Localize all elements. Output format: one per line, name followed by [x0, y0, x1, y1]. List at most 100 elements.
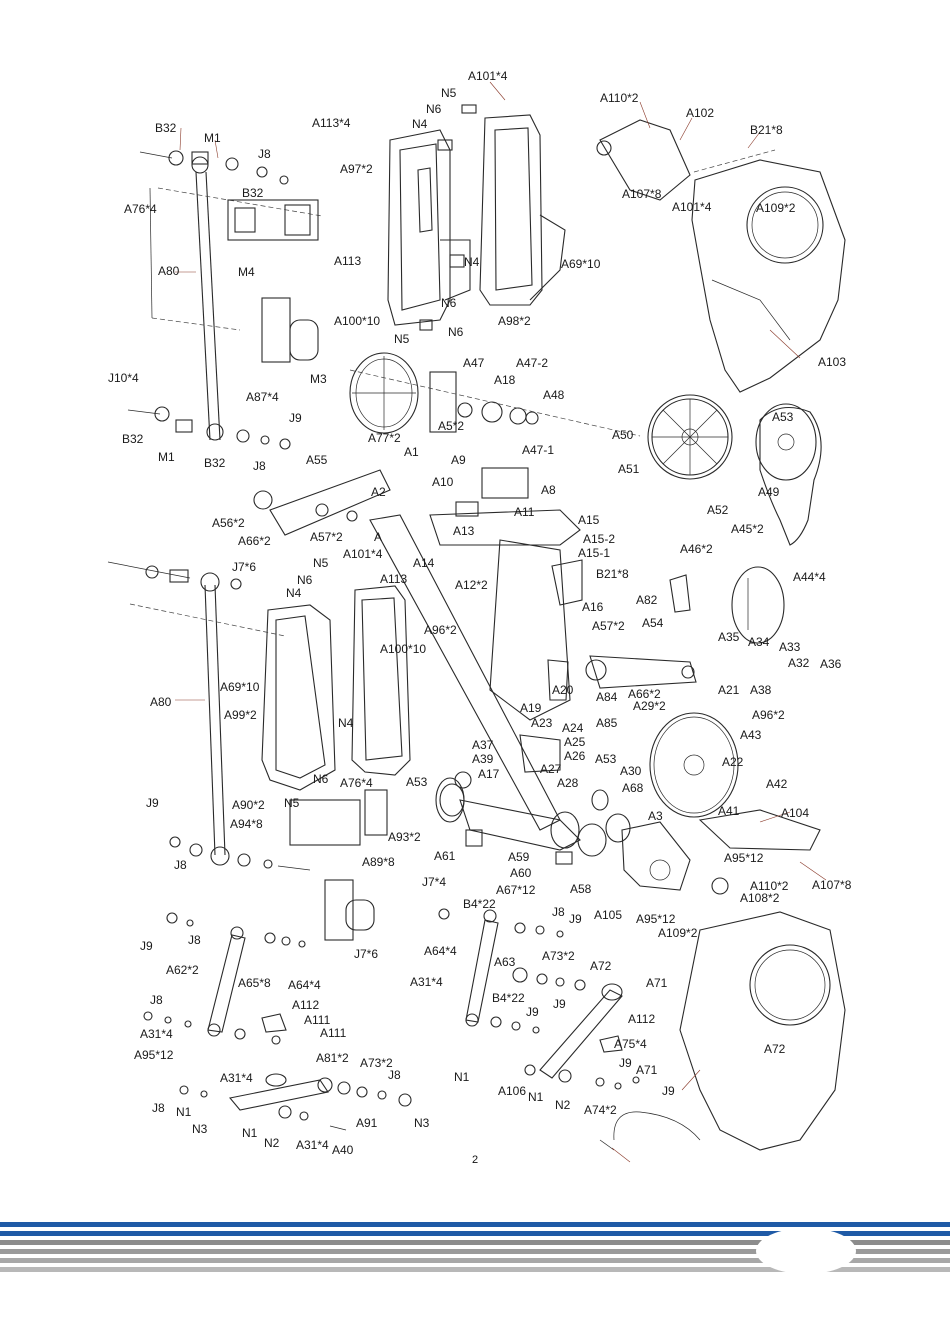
part-label: A75*4	[614, 1037, 647, 1051]
part-label: A29*2	[633, 699, 666, 713]
part-label: A100*10	[334, 314, 380, 328]
part-label: A54	[642, 616, 664, 630]
part-label: B21*8	[750, 123, 783, 137]
footer-stripe	[0, 1231, 950, 1236]
part-label: A73*2	[542, 949, 575, 963]
upper-crank-arm	[253, 469, 391, 536]
footer-stripe	[0, 1222, 950, 1227]
part-label: J8	[258, 147, 271, 161]
part-label: A31*4	[140, 1027, 173, 1041]
part-label: A52	[707, 503, 729, 517]
part-label: A36	[820, 657, 842, 671]
part-label: J9	[662, 1084, 675, 1098]
main-frame	[369, 467, 583, 851]
part-label: A15-2	[583, 532, 615, 546]
part-label: A111	[320, 1026, 347, 1040]
part-label: A16	[582, 600, 604, 614]
part-label: A17	[478, 767, 500, 781]
part-label: A71	[636, 1063, 658, 1077]
part-label: B4*22	[463, 897, 496, 911]
part-label: N1	[454, 1070, 470, 1084]
part-label: A72	[590, 959, 612, 973]
part-label: A64*4	[424, 944, 457, 958]
part-label: A95*12	[636, 912, 676, 926]
part-label: A53	[595, 752, 617, 766]
part-label: A104	[781, 806, 809, 820]
part-label: A73*2	[360, 1056, 393, 1070]
part-label: A107*8	[812, 878, 852, 892]
part-label: A85	[596, 716, 618, 730]
part-label: A80	[158, 264, 180, 278]
part-label: J7*4	[422, 875, 446, 889]
part-label: A96*2	[752, 708, 785, 722]
part-label: A95*12	[724, 851, 764, 865]
part-label: A27	[540, 762, 562, 776]
part-label: A56*2	[212, 516, 245, 530]
part-label: J7*6	[354, 947, 378, 961]
part-label: A18	[494, 373, 516, 387]
part-label: A93*2	[388, 830, 421, 844]
part-label: A34	[748, 635, 770, 649]
part-label: A40	[332, 1143, 354, 1157]
part-label: A50	[612, 428, 634, 442]
part-label: A44*4	[793, 570, 826, 584]
part-label: N6	[426, 102, 442, 116]
part-label: A31*4	[296, 1138, 329, 1152]
footer-stripe	[0, 1249, 950, 1254]
part-label: A	[374, 530, 382, 544]
part-label: A89*8	[362, 855, 395, 869]
part-label: J8	[150, 993, 163, 1007]
part-label: A111	[304, 1013, 331, 1027]
part-label: A26	[564, 749, 586, 763]
part-label: A37	[472, 738, 494, 752]
part-label: A87*4	[246, 390, 279, 404]
part-label: A31*4	[220, 1071, 253, 1085]
part-label: A113	[380, 572, 407, 586]
part-label: A102	[686, 106, 714, 120]
part-label: N4	[464, 255, 480, 269]
part-label: N1	[242, 1126, 258, 1140]
part-label: A35	[718, 630, 740, 644]
part-label: A64*4	[288, 978, 321, 992]
part-label: N5	[284, 796, 300, 810]
part-label: J10*4	[108, 371, 139, 385]
centre-bearing-group	[439, 771, 631, 865]
lower-cover-shells	[261, 585, 411, 941]
part-label: A62*2	[166, 963, 199, 977]
part-label: A112	[628, 1012, 655, 1026]
flywheel-and-lower-guard	[585, 566, 846, 1151]
part-label: N1	[176, 1105, 192, 1119]
part-label: N4	[286, 586, 302, 600]
part-label: J9	[553, 997, 566, 1011]
part-label: A72	[764, 1042, 786, 1056]
part-label: A28	[557, 776, 579, 790]
part-label: M4	[238, 265, 255, 279]
part-label: A94*8	[230, 817, 263, 831]
part-label: B21*8	[596, 567, 629, 581]
part-label: N6	[313, 772, 329, 786]
part-label: A10	[432, 475, 454, 489]
part-label: A67*12	[496, 883, 536, 897]
part-label: A107*8	[622, 187, 662, 201]
part-label: A9	[451, 453, 466, 467]
lower-right-pedal-linkage	[438, 908, 640, 1090]
part-labels: A101*4 N5 N6 N4 A113*4 A110*2 A102 B21*8…	[108, 69, 852, 1157]
part-label: A99*2	[224, 708, 257, 722]
part-label: J9	[619, 1056, 632, 1070]
part-label: N6	[297, 573, 313, 587]
part-label: A101*4	[468, 69, 508, 83]
part-label: A33	[779, 640, 801, 654]
part-label: A76*4	[340, 776, 373, 790]
leader-lines	[175, 81, 827, 1163]
part-label: N3	[192, 1122, 208, 1136]
part-label: A15-1	[578, 546, 610, 560]
part-label: A84	[596, 690, 618, 704]
part-label: A96*2	[424, 623, 457, 637]
part-label: A59	[508, 850, 530, 864]
part-label: A98*2	[498, 314, 531, 328]
part-label: A109*2	[756, 201, 796, 215]
part-label: A21	[718, 683, 740, 697]
part-label: A113*4	[312, 116, 351, 130]
part-label: A14	[413, 556, 435, 570]
